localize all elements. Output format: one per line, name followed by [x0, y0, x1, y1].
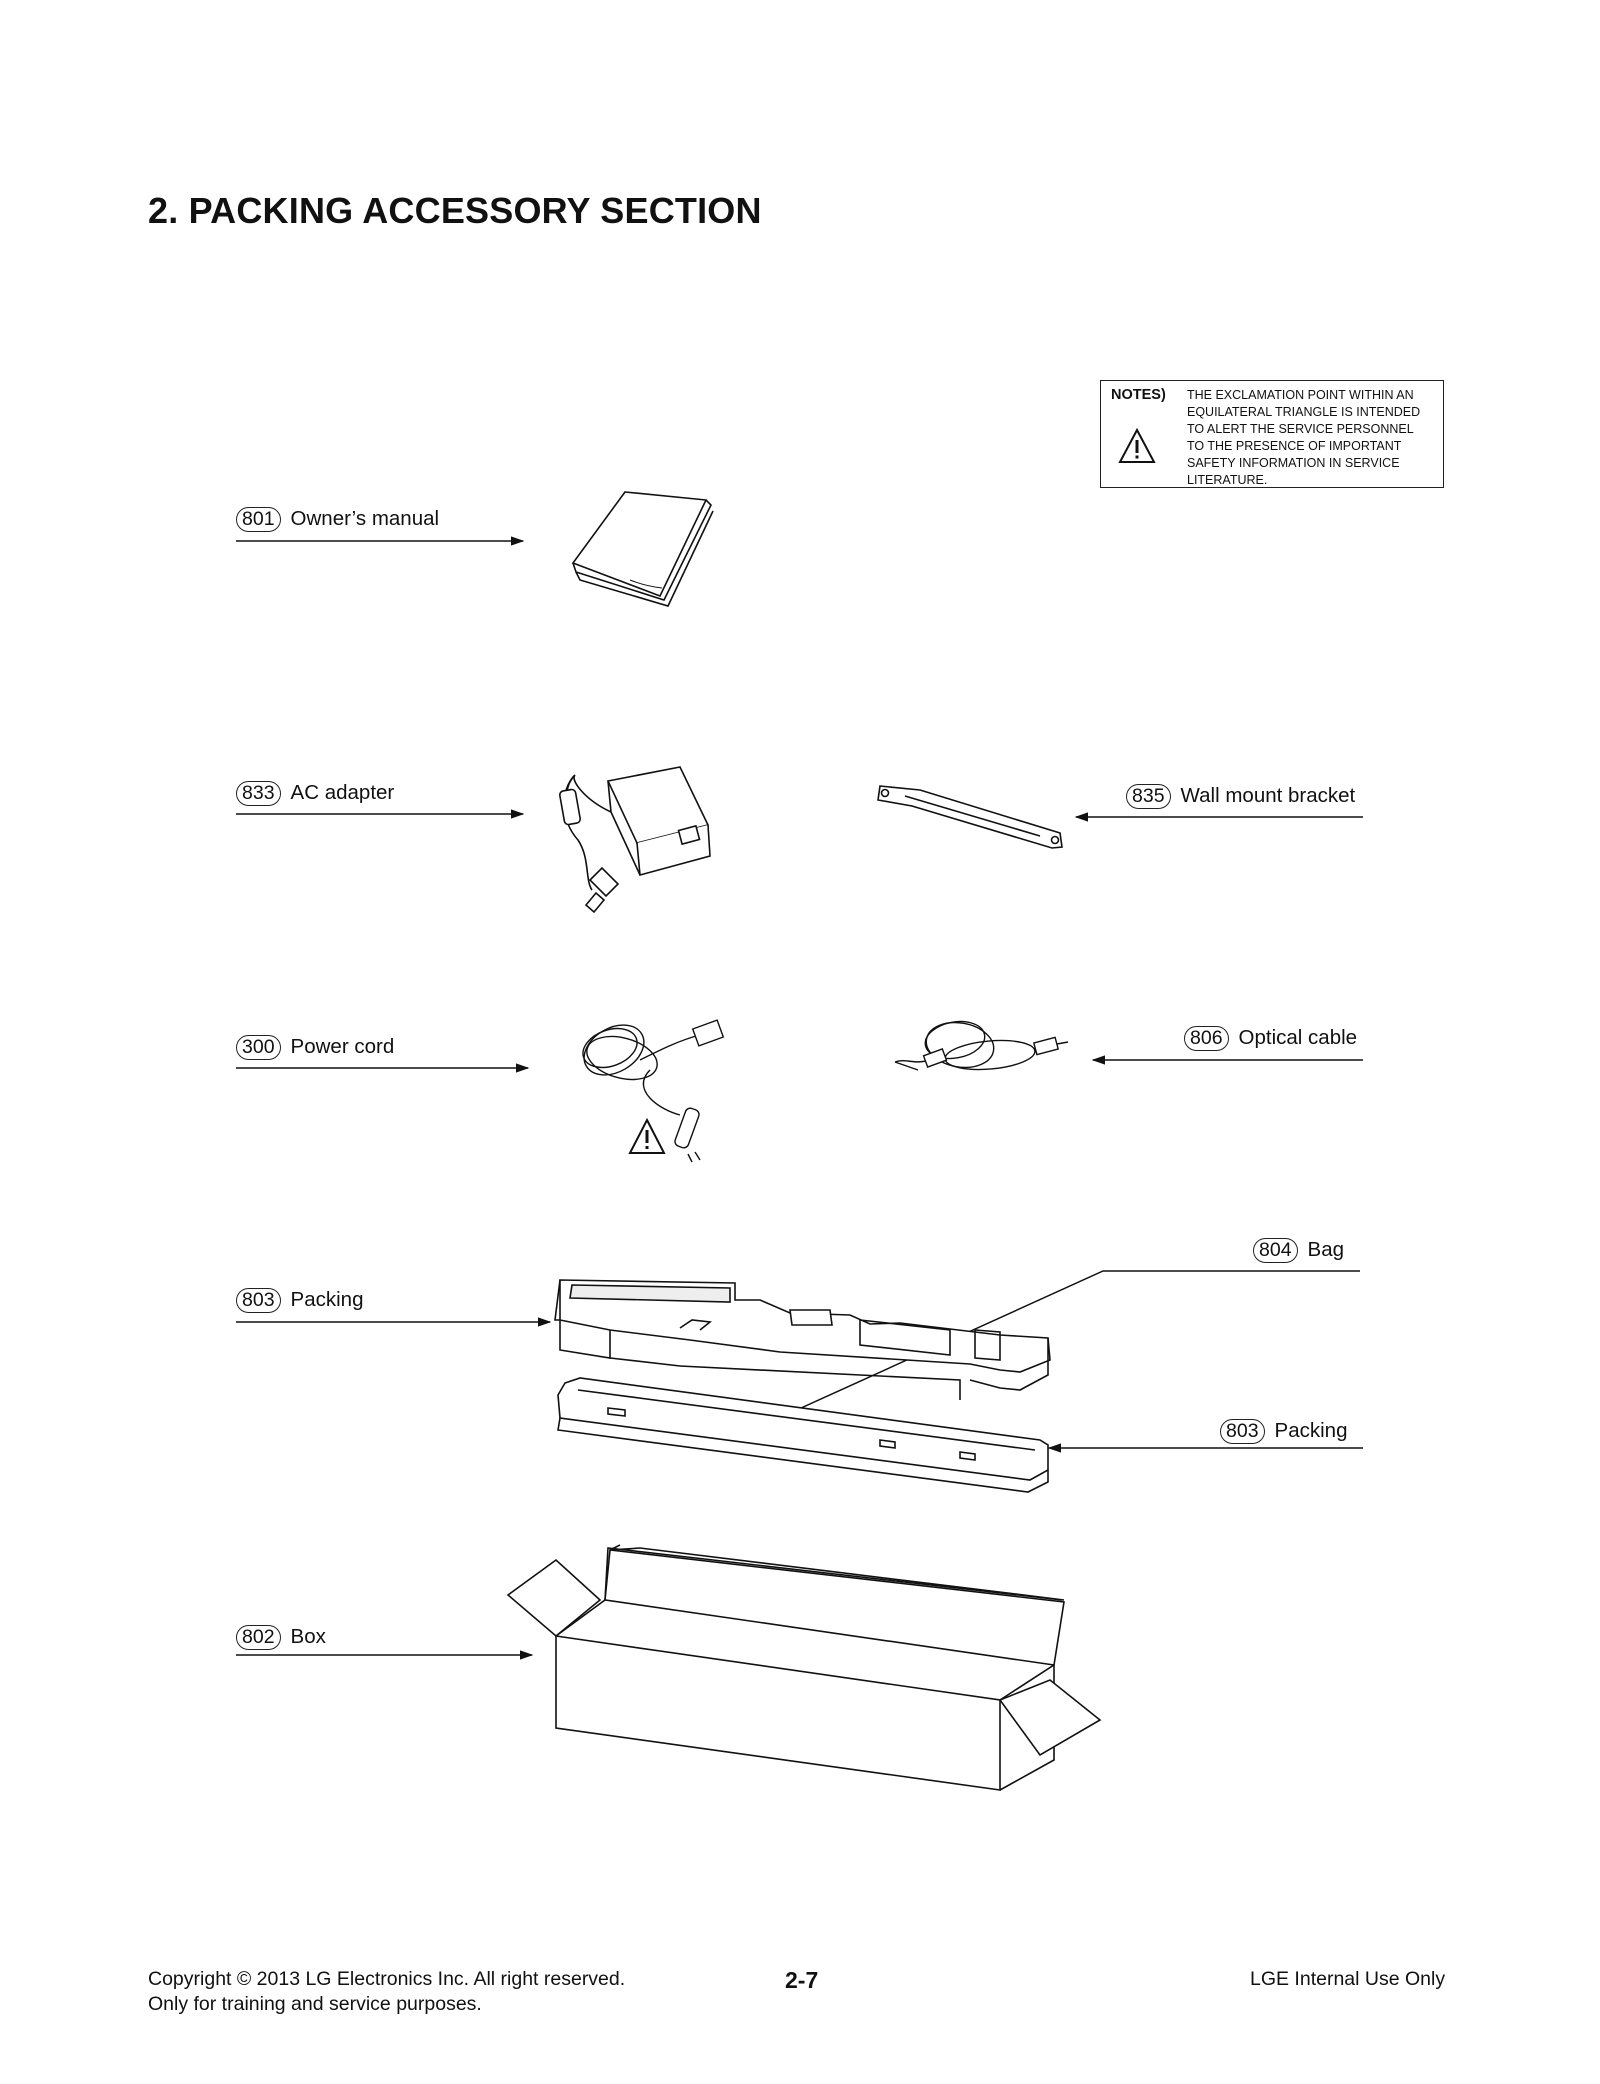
notes-line: TO ALERT THE SERVICE PERSONNEL — [1187, 422, 1414, 436]
part-label-ac-adapter: 833 AC adapter — [236, 781, 394, 806]
part-name: Optical cable — [1238, 1026, 1358, 1049]
footer-copyright: Copyright © 2013 LG Electronics Inc. All… — [148, 1968, 626, 1990]
notes-line: LITERATURE. — [1187, 473, 1268, 487]
part-number: 833 — [236, 781, 281, 806]
footer-internal: LGE Internal Use Only — [1250, 1968, 1446, 1990]
part-number: 802 — [236, 1625, 281, 1650]
wall-mount-bracket-drawing — [877, 785, 1063, 849]
part-name: Packing — [290, 1288, 364, 1311]
leader-line — [766, 1270, 1360, 1424]
power-cord-drawing — [582, 1019, 725, 1163]
power-cord-warning-icon — [628, 1117, 666, 1154]
part-number: 801 — [236, 507, 281, 532]
optical-cable-drawing — [894, 1020, 1069, 1071]
packing-bottom-drawing — [557, 1377, 1049, 1493]
part-number: 806 — [1184, 1026, 1229, 1051]
part-name: AC adapter — [290, 781, 395, 804]
part-label-power-cord: 300 Power cord — [236, 1035, 394, 1060]
notes-line: TO THE PRESENCE OF IMPORTANT — [1187, 439, 1402, 453]
notes-line: EQUILATERAL TRIANGLE IS INTENDED — [1187, 405, 1421, 419]
part-label-bag: 804 Bag — [1253, 1238, 1344, 1263]
part-name: Owner’s manual — [290, 507, 440, 530]
part-label-packing-top: 803 Packing — [236, 1288, 363, 1313]
part-name: Packing — [1274, 1419, 1348, 1442]
part-number: 803 — [236, 1288, 281, 1313]
part-name: Power cord — [290, 1035, 395, 1058]
warning-triangle-icon — [1118, 427, 1156, 463]
notes-line: SAFETY INFORMATION IN SERVICE — [1187, 456, 1400, 470]
packing-top-drawing — [554, 1279, 1051, 1400]
notes-line: THE EXCLAMATION POINT WITHIN AN — [1187, 388, 1414, 402]
part-label-optical-cable: 806 Optical cable — [1184, 1026, 1357, 1051]
part-name: Wall mount bracket — [1180, 784, 1356, 807]
part-name: Box — [290, 1625, 326, 1648]
page-number: 2-7 — [785, 1967, 819, 1993]
part-number: 804 — [1253, 1238, 1298, 1263]
notes-heading: NOTES) — [1111, 387, 1166, 403]
part-number: 803 — [1220, 1419, 1265, 1444]
page-title: 2. PACKING ACCESSORY SECTION — [148, 190, 762, 231]
part-label-wall-mount-bracket: 835 Wall mount bracket — [1126, 784, 1355, 809]
part-label-box: 802 Box — [236, 1625, 326, 1650]
part-name: Bag — [1307, 1238, 1345, 1261]
notes-box: NOTES) THE EXCLAMATION POINT WITHIN AN E… — [1100, 380, 1444, 488]
owners-manual-drawing — [571, 491, 714, 607]
part-number: 300 — [236, 1035, 281, 1060]
part-label-packing-bottom: 803 Packing — [1220, 1419, 1347, 1444]
ac-adapter-drawing — [559, 766, 711, 914]
part-number: 835 — [1126, 784, 1171, 809]
footer-purpose: Only for training and service purposes. — [148, 1993, 482, 2015]
part-label-owners-manual: 801 Owner’s manual — [236, 507, 439, 532]
box-drawing — [506, 1544, 1102, 1791]
